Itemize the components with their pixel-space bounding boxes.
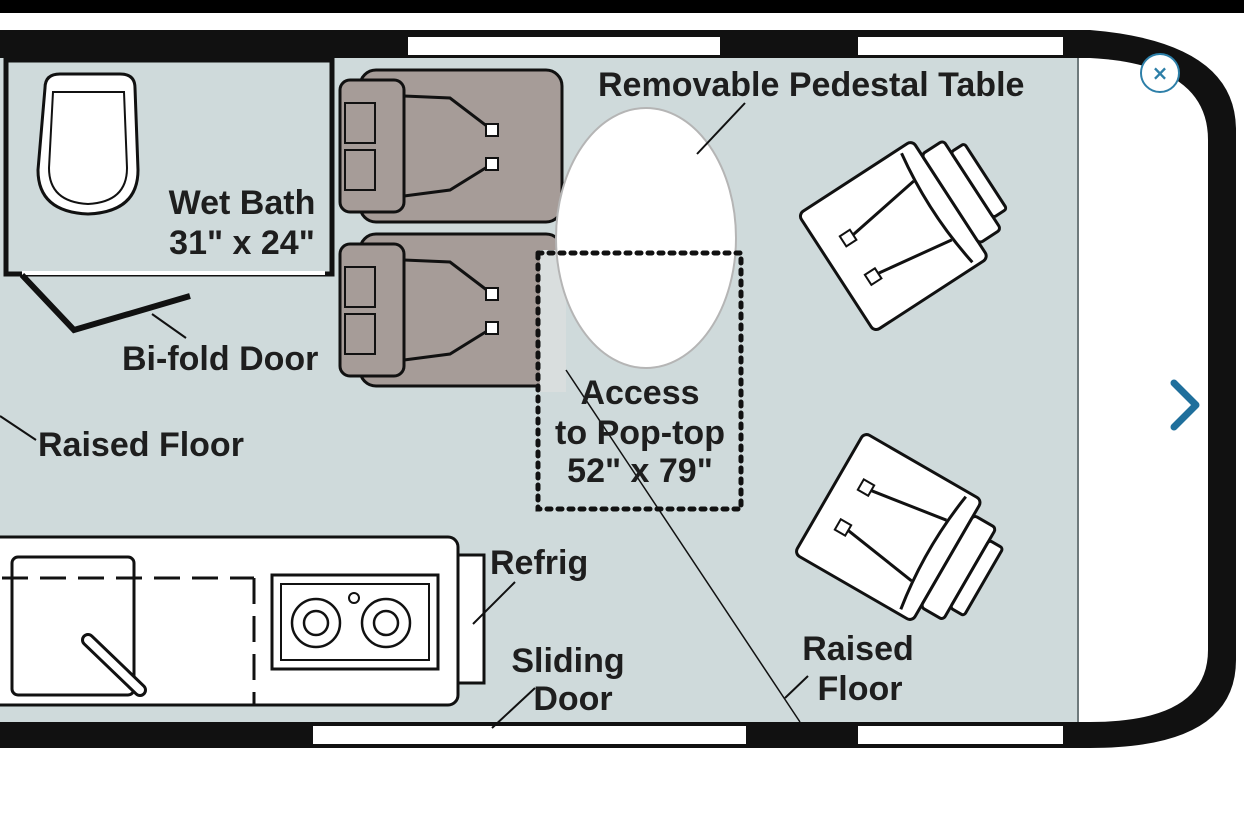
- pop-top-outline: [535, 250, 744, 512]
- label-wet-bath: Wet Bath: [169, 184, 316, 222]
- top-black-band: [0, 0, 1244, 13]
- cooktop-inner: [280, 583, 430, 661]
- chevron-right-icon: [1170, 379, 1200, 431]
- label-poptop: to Pop-top: [555, 414, 725, 452]
- cab-seat-upper: [798, 140, 1008, 332]
- seat-lower: [338, 232, 564, 388]
- toilet-seat: [47, 91, 129, 206]
- label-poptop-access: Access: [580, 374, 699, 412]
- label-pedestal-table: Removable Pedestal Table: [598, 66, 1024, 104]
- close-icon: ×: [1151, 61, 1169, 85]
- window-bottom-right: [858, 726, 1063, 744]
- raised-floor-left-leader: [0, 415, 37, 441]
- window-top-right: [858, 37, 1063, 55]
- refrigerator: [456, 553, 486, 685]
- label-sliding: Sliding: [511, 642, 624, 680]
- bifold-leader: [151, 313, 187, 339]
- label-refrig: Refrig: [490, 544, 588, 582]
- close-button[interactable]: ×: [1140, 53, 1180, 93]
- label-raised: Raised: [802, 630, 914, 668]
- label-poptop-size: 52" x 79": [567, 452, 713, 490]
- toilet: [36, 72, 140, 216]
- burner-left-outer: [290, 597, 342, 649]
- raised-floor-diagonal: [565, 369, 801, 723]
- seat-upper: [338, 68, 564, 224]
- label-wet-bath-size: 31" x 24": [169, 224, 315, 262]
- next-button[interactable]: [1160, 375, 1210, 435]
- burner-left-inner: [302, 609, 330, 637]
- window-bottom-left: [313, 726, 746, 744]
- pedestal-table: [555, 107, 737, 369]
- cooktop-knob: [348, 592, 360, 604]
- refrig-leader: [472, 581, 516, 625]
- sink-faucet-inner: [84, 636, 144, 694]
- burner-right-inner: [372, 609, 400, 637]
- raised-floor-right-leader: [784, 675, 809, 699]
- cab-seat-lower: [795, 433, 1004, 621]
- table-leader: [696, 102, 746, 155]
- cab-area: [1078, 58, 1208, 722]
- bi-fold-door-shape: [19, 272, 191, 334]
- cooktop: [270, 573, 440, 671]
- label-door: Door: [533, 680, 612, 718]
- label-floor: Floor: [818, 670, 903, 708]
- label-bifold-door: Bi-fold Door: [122, 340, 318, 378]
- label-raised-floor-left: Raised Floor: [38, 426, 244, 464]
- window-top-left: [408, 37, 720, 55]
- sliding-door-leader: [491, 687, 536, 729]
- burner-right-outer: [360, 597, 412, 649]
